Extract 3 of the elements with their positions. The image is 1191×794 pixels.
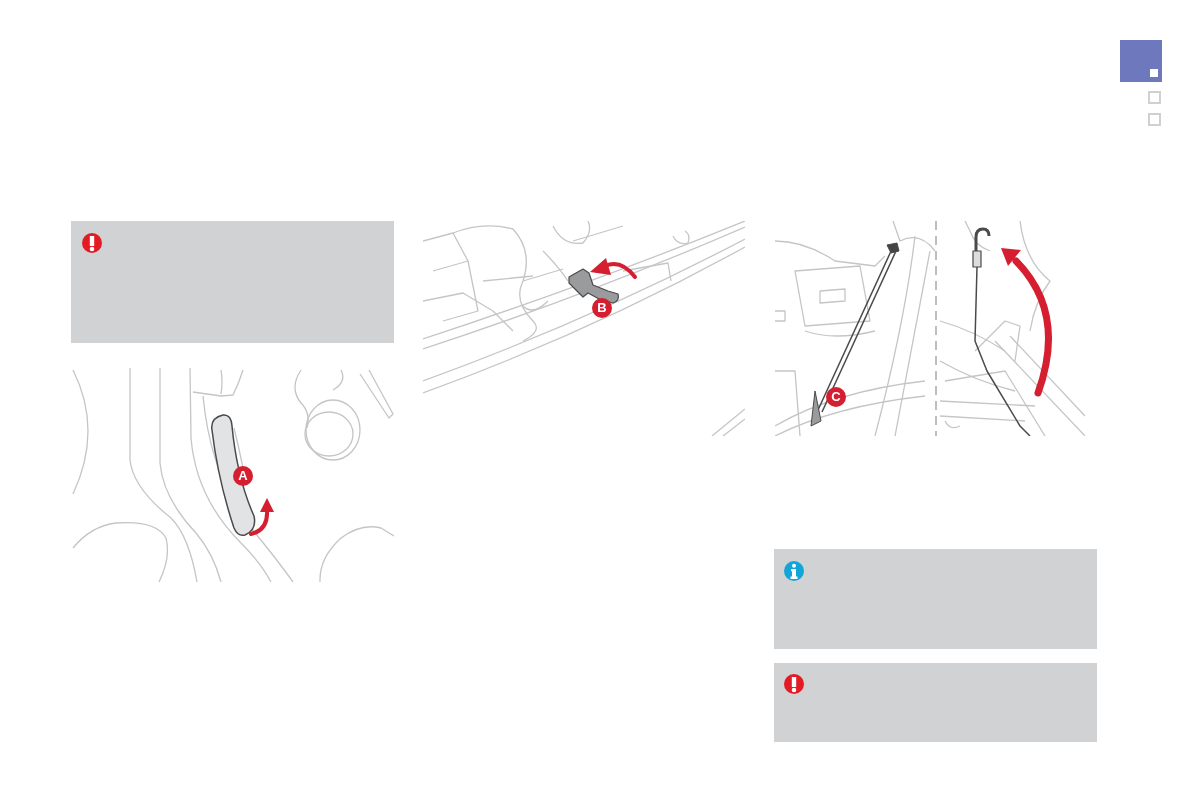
callout-letter: C bbox=[826, 387, 846, 407]
callout-letter: A bbox=[233, 466, 253, 486]
callout-letter: B bbox=[592, 298, 612, 318]
